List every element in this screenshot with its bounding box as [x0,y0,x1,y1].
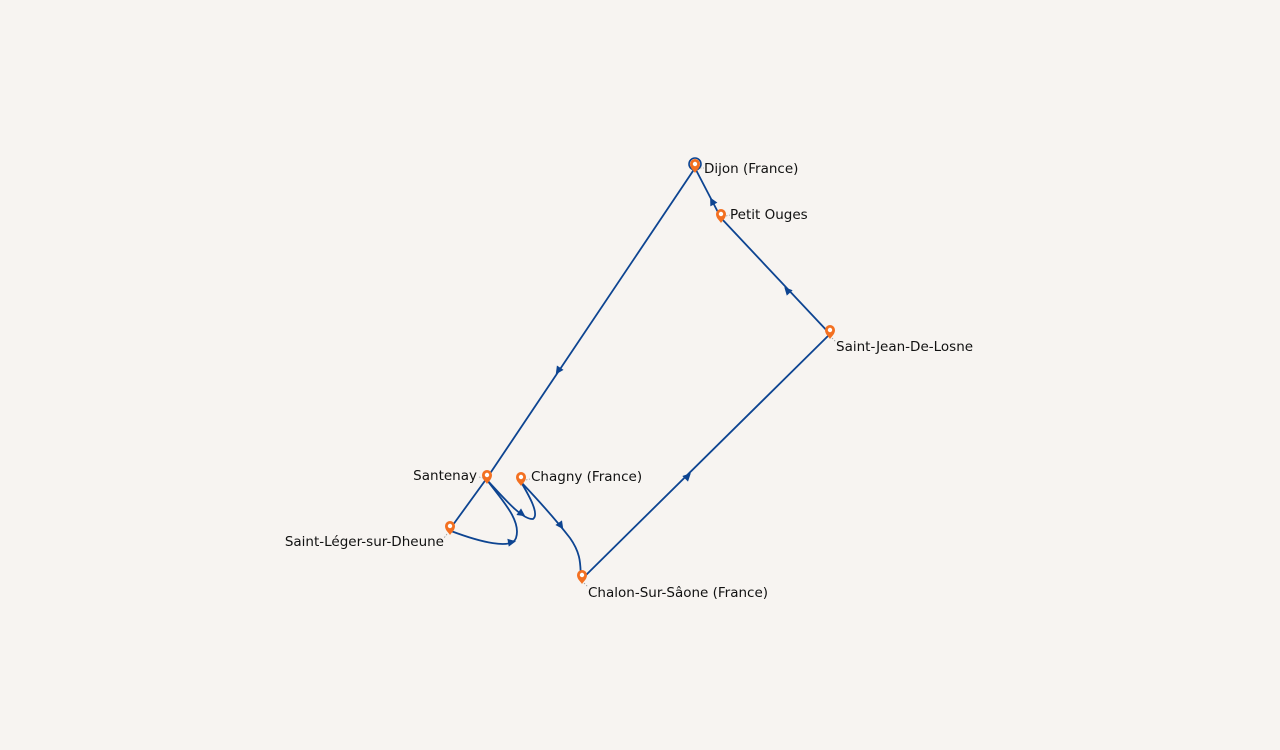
arrow-icon [516,508,526,517]
stop-label: Dijon (France) [704,161,798,177]
stop-chalon[interactable]: Chalon-Sur-Sâone (France) [577,570,768,601]
map-pin-icon[interactable] [690,159,700,173]
route-chalon-saint-jean [581,333,831,580]
route-saint-jean-petit-ouges [720,217,831,335]
stop-label: Petit Ouges [730,207,808,223]
route-petit-ouges-dijon [694,167,722,219]
stop-label: Chagny (France) [531,469,642,485]
direction-arrows [507,197,793,547]
stop-dijon[interactable]: Dijon (France) [688,157,798,177]
arrow-icon [682,473,691,482]
route-santenay-chagny-loop [486,479,536,520]
route-dijon-santenay [486,167,696,479]
map-pin-icon[interactable] [445,521,455,535]
stop-label: Saint-Jean-De-Losne [836,339,973,355]
arrow-icon [784,287,793,296]
stop-petit-ouges[interactable]: Petit Ouges [716,207,808,223]
route-saint-leger-loop [450,479,518,545]
map-pin-icon[interactable] [516,472,526,486]
stop-label: Saint-Léger-sur-Dheune [285,534,444,550]
arrow-icon [555,365,564,375]
stop-label: Chalon-Sur-Sâone (France) [588,585,768,601]
stop-saint-jean[interactable]: Saint-Jean-De-Losne [825,325,973,355]
stop-chagny[interactable]: Chagny (France) [516,469,642,486]
route-lines [449,167,831,580]
arrow-icon [507,538,516,547]
stop-santenay[interactable]: Santenay [413,468,492,484]
map-pin-icon[interactable] [577,570,587,584]
route-chagny-chalon [520,481,582,579]
stop-saint-leger[interactable]: Saint-Léger-sur-Dheune [285,521,455,550]
stop-label: Santenay [413,468,477,484]
route-santenay-saint-leger [449,477,488,530]
arrow-icon [710,197,718,207]
arrow-icon [555,520,564,530]
